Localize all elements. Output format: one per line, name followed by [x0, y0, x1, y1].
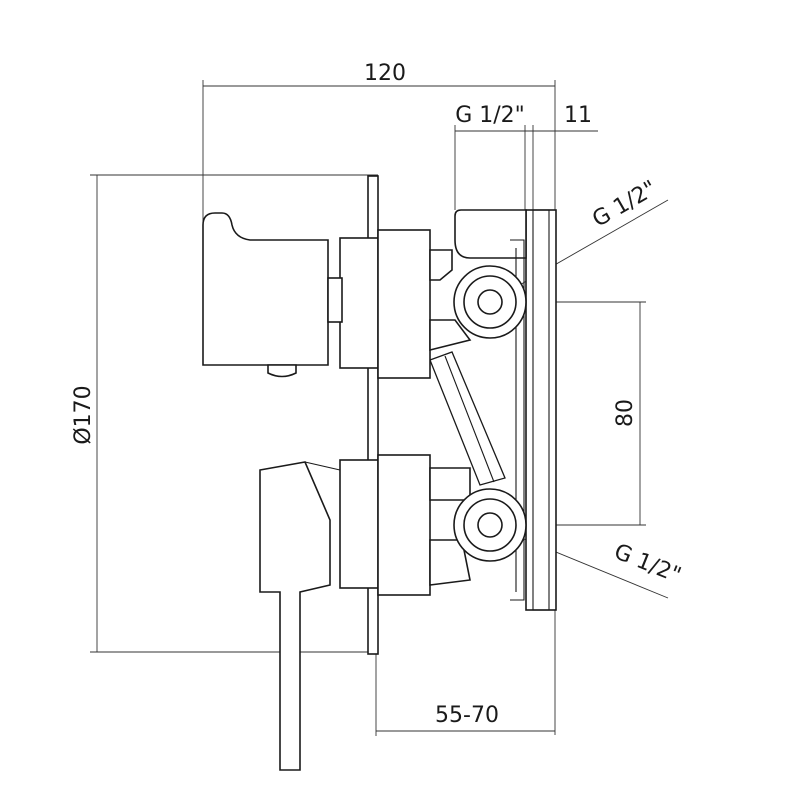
diameter-label: Ø170	[71, 385, 96, 444]
bottom-outlet-thread-label: G 1/2"	[610, 539, 684, 588]
wall-plate	[367, 175, 379, 655]
dimension-lines	[90, 80, 669, 736]
mixer-lever	[259, 461, 341, 771]
diverter-knob	[202, 212, 343, 378]
bottom-outlet-fitting	[453, 488, 527, 562]
valve-body	[339, 209, 557, 611]
plate-thickness-label: 11	[564, 103, 592, 128]
spacing-label: 80	[613, 399, 638, 427]
top-outlet-fitting	[453, 265, 527, 339]
inlet-thread-label: G 1/2"	[455, 103, 525, 128]
top-outlet-thread-label: G 1/2"	[588, 176, 661, 232]
overall-width-label: 120	[364, 61, 406, 86]
depth-label: 55-70	[435, 703, 499, 728]
